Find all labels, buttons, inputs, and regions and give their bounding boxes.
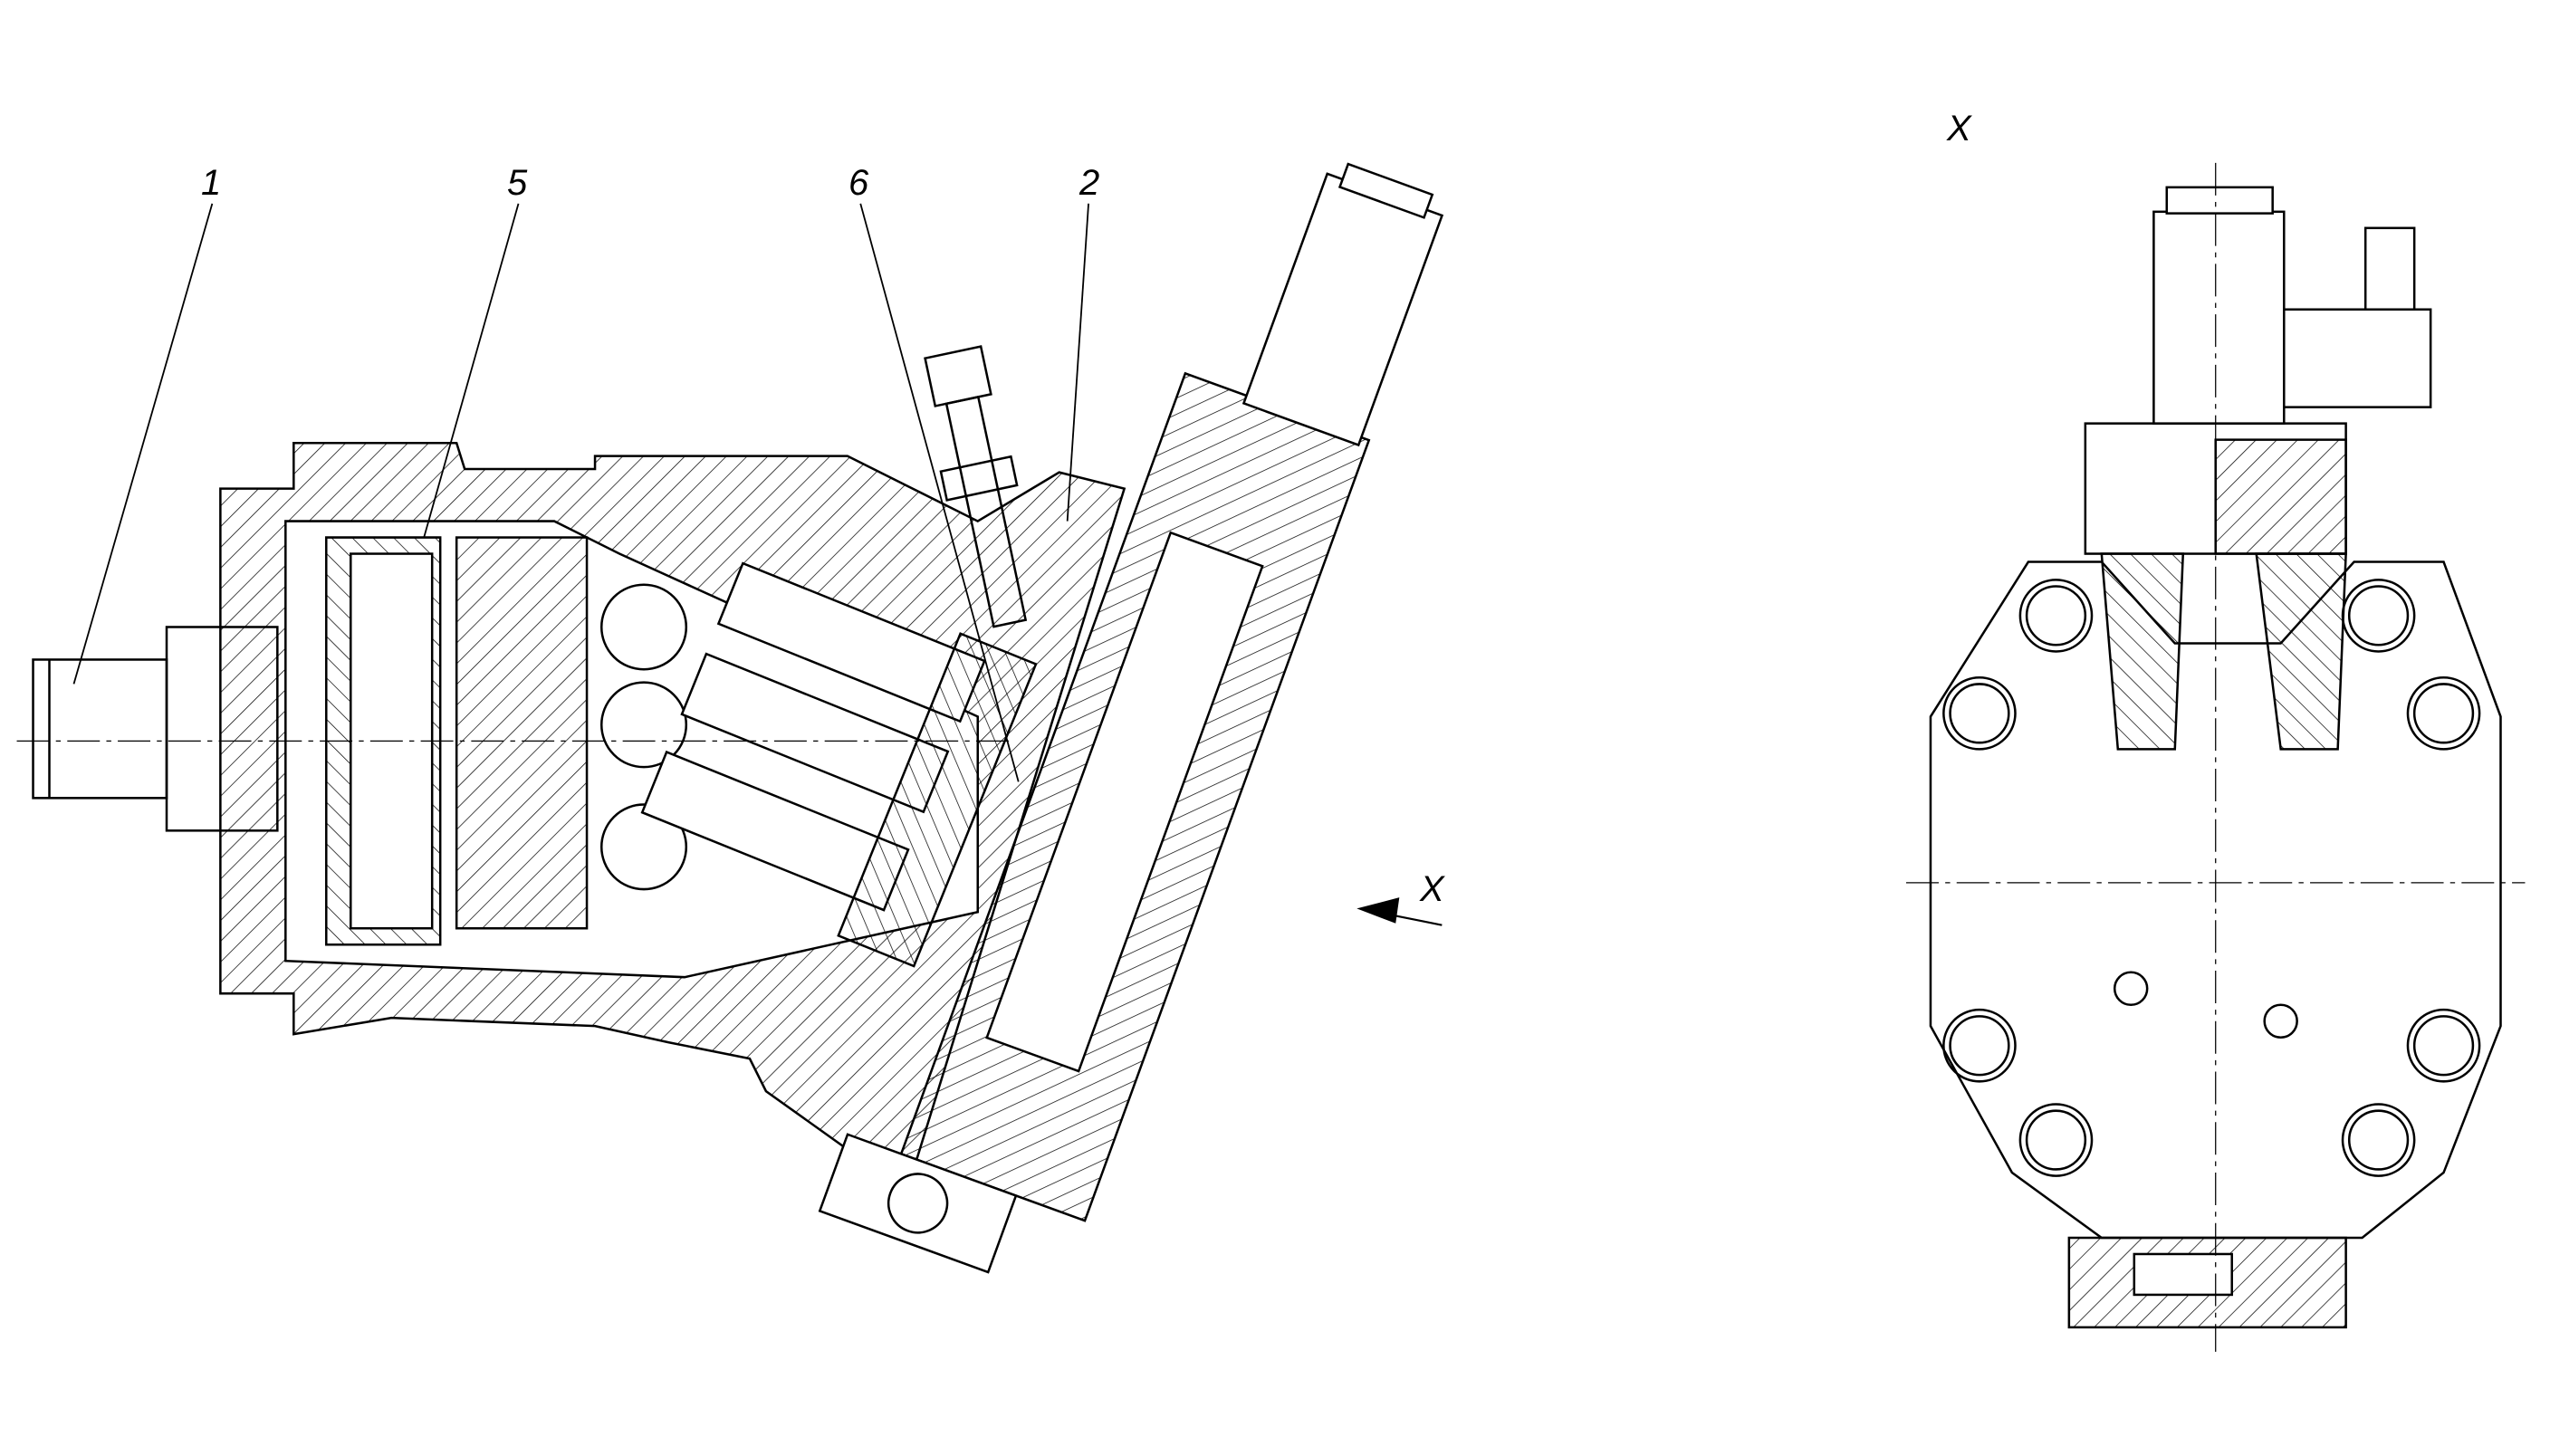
- view-arrow-label: X: [1420, 869, 1444, 909]
- adjusting-screw: [924, 345, 1028, 628]
- callout-5: 5: [507, 163, 528, 203]
- leader-2: [1066, 203, 1089, 522]
- leader-1: [72, 203, 214, 685]
- leader-5: [423, 203, 520, 538]
- view-arrow: [1356, 897, 1443, 926]
- callout-1: 1: [201, 163, 222, 203]
- view-title: X: [1947, 109, 1971, 148]
- callout-2: 2: [1079, 163, 1100, 203]
- view-x: [1905, 162, 2526, 1352]
- control-block: [818, 162, 1444, 1274]
- callout-6: 6: [848, 163, 869, 203]
- piston-assembly: [455, 536, 1038, 968]
- leader-6: [859, 203, 1020, 782]
